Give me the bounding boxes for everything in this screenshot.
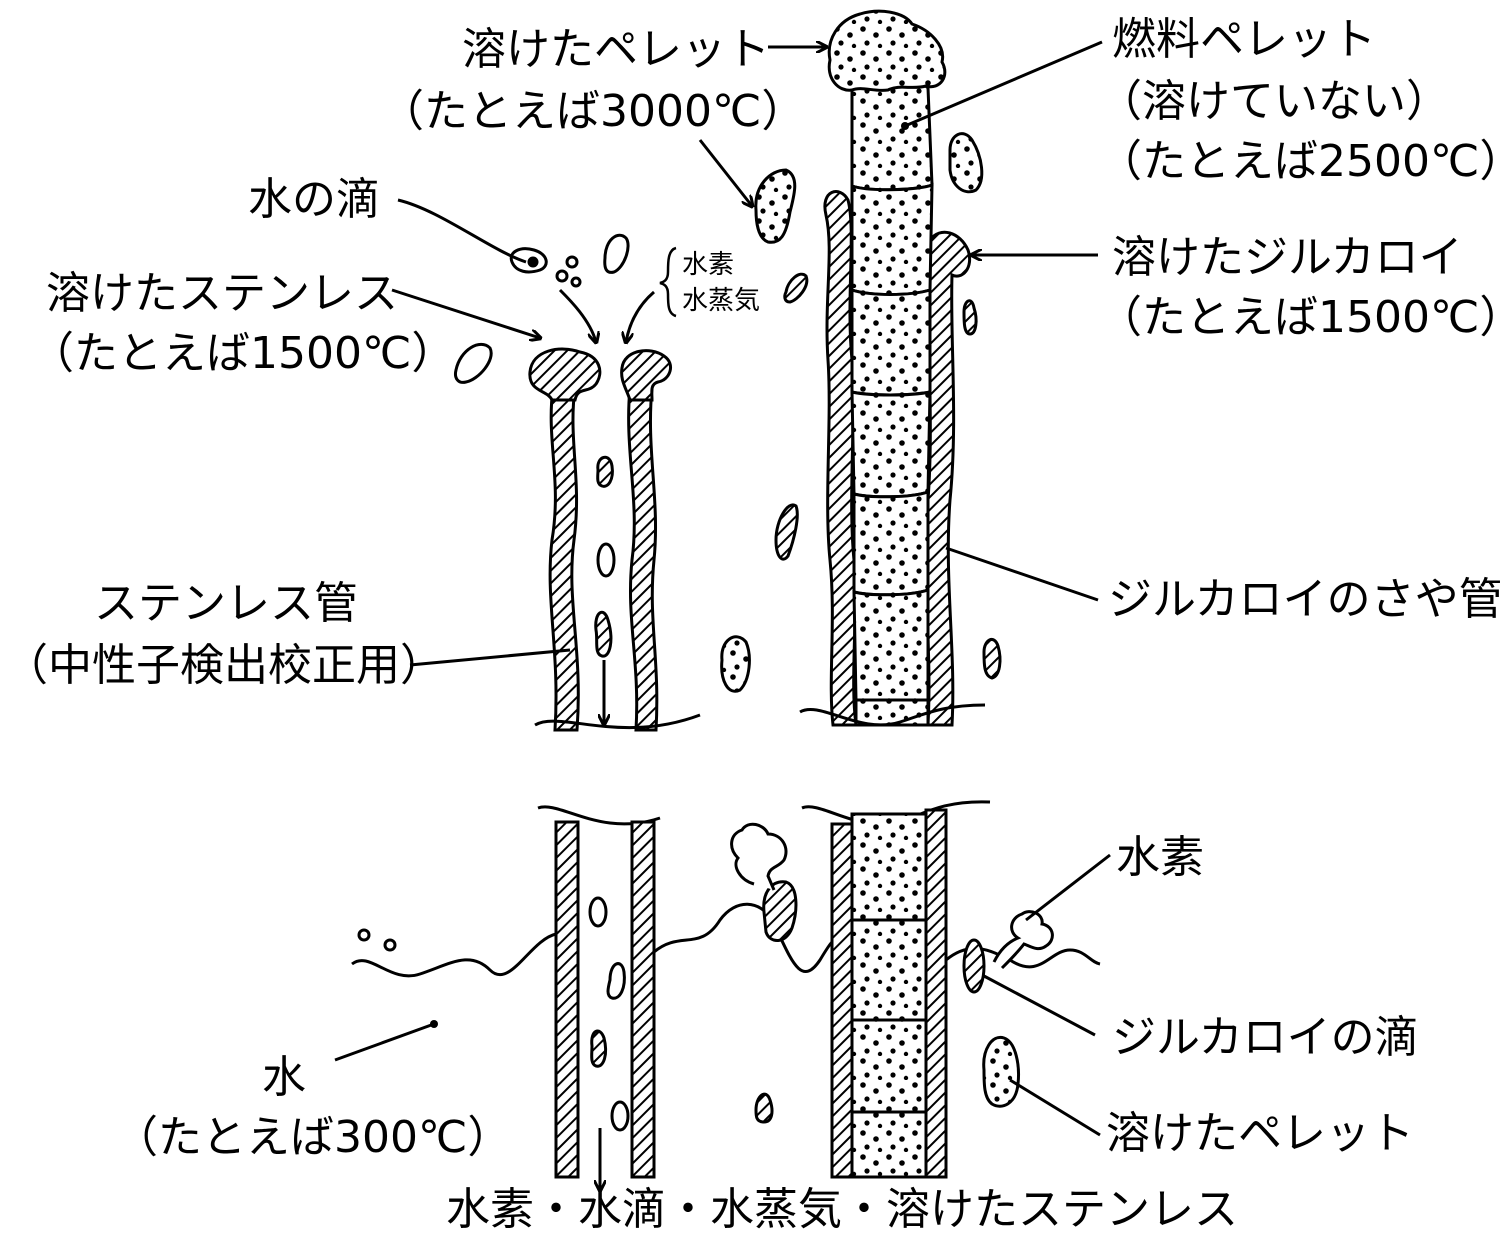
lower-droplets: [359, 824, 1052, 1130]
label-melted-pellet-bottom: 溶けたペレット: [1106, 1112, 1414, 1156]
label-melted-pellet-top: 溶けたペレット: [462, 28, 770, 72]
leader-lines: [335, 42, 1110, 1135]
label-zircaloy-cladding: ジルカロイのさや管: [1108, 578, 1503, 622]
label-zircaloy-drop: ジルカロイの滴: [1112, 1016, 1419, 1060]
brace-icon: [660, 248, 676, 316]
label-stainless-tube-note: （中性子検出校正用）: [4, 644, 444, 688]
label-fuel-pellet-note: （溶けていない）: [1098, 80, 1450, 124]
bottom-caption: 水素・水滴・水蒸気・溶けたステンレス: [446, 1188, 1238, 1232]
label-water-drop: 水の滴: [248, 178, 380, 222]
label-stainless-tube: ステンレス管: [94, 582, 358, 626]
label-water: 水: [262, 1056, 306, 1100]
label-melted-stainless-temp: （たとえば1500℃）: [30, 332, 455, 376]
label-melted-stainless: 溶けたステンレス: [46, 272, 398, 316]
label-hydrogen-small: 水素: [682, 252, 734, 278]
pellet-pointer-dot: [901, 122, 909, 130]
label-melted-zircaloy-temp: （たとえば1500℃）: [1098, 296, 1508, 340]
stainless-tube-upper: [530, 349, 671, 730]
label-steam-small: 水蒸気: [682, 288, 760, 314]
label-water-temp: （たとえば300℃）: [114, 1116, 511, 1160]
stainless-tube-lower: [556, 822, 654, 1177]
label-fuel-pellet: 燃料ペレット: [1112, 18, 1376, 62]
water-surface: [352, 904, 1100, 976]
label-melted-zircaloy: 溶けたジルカロイ: [1112, 236, 1463, 280]
label-melted-pellet-top-temp: （たとえば3000℃）: [380, 90, 805, 134]
zircaloy-cladding-lower: [832, 810, 946, 1177]
water-pointer-dot: [430, 1020, 438, 1028]
label-hydrogen: 水素: [1116, 836, 1204, 880]
label-fuel-pellet-temp: （たとえば2500℃）: [1098, 140, 1508, 184]
gas-escape-arrows: [560, 290, 654, 342]
